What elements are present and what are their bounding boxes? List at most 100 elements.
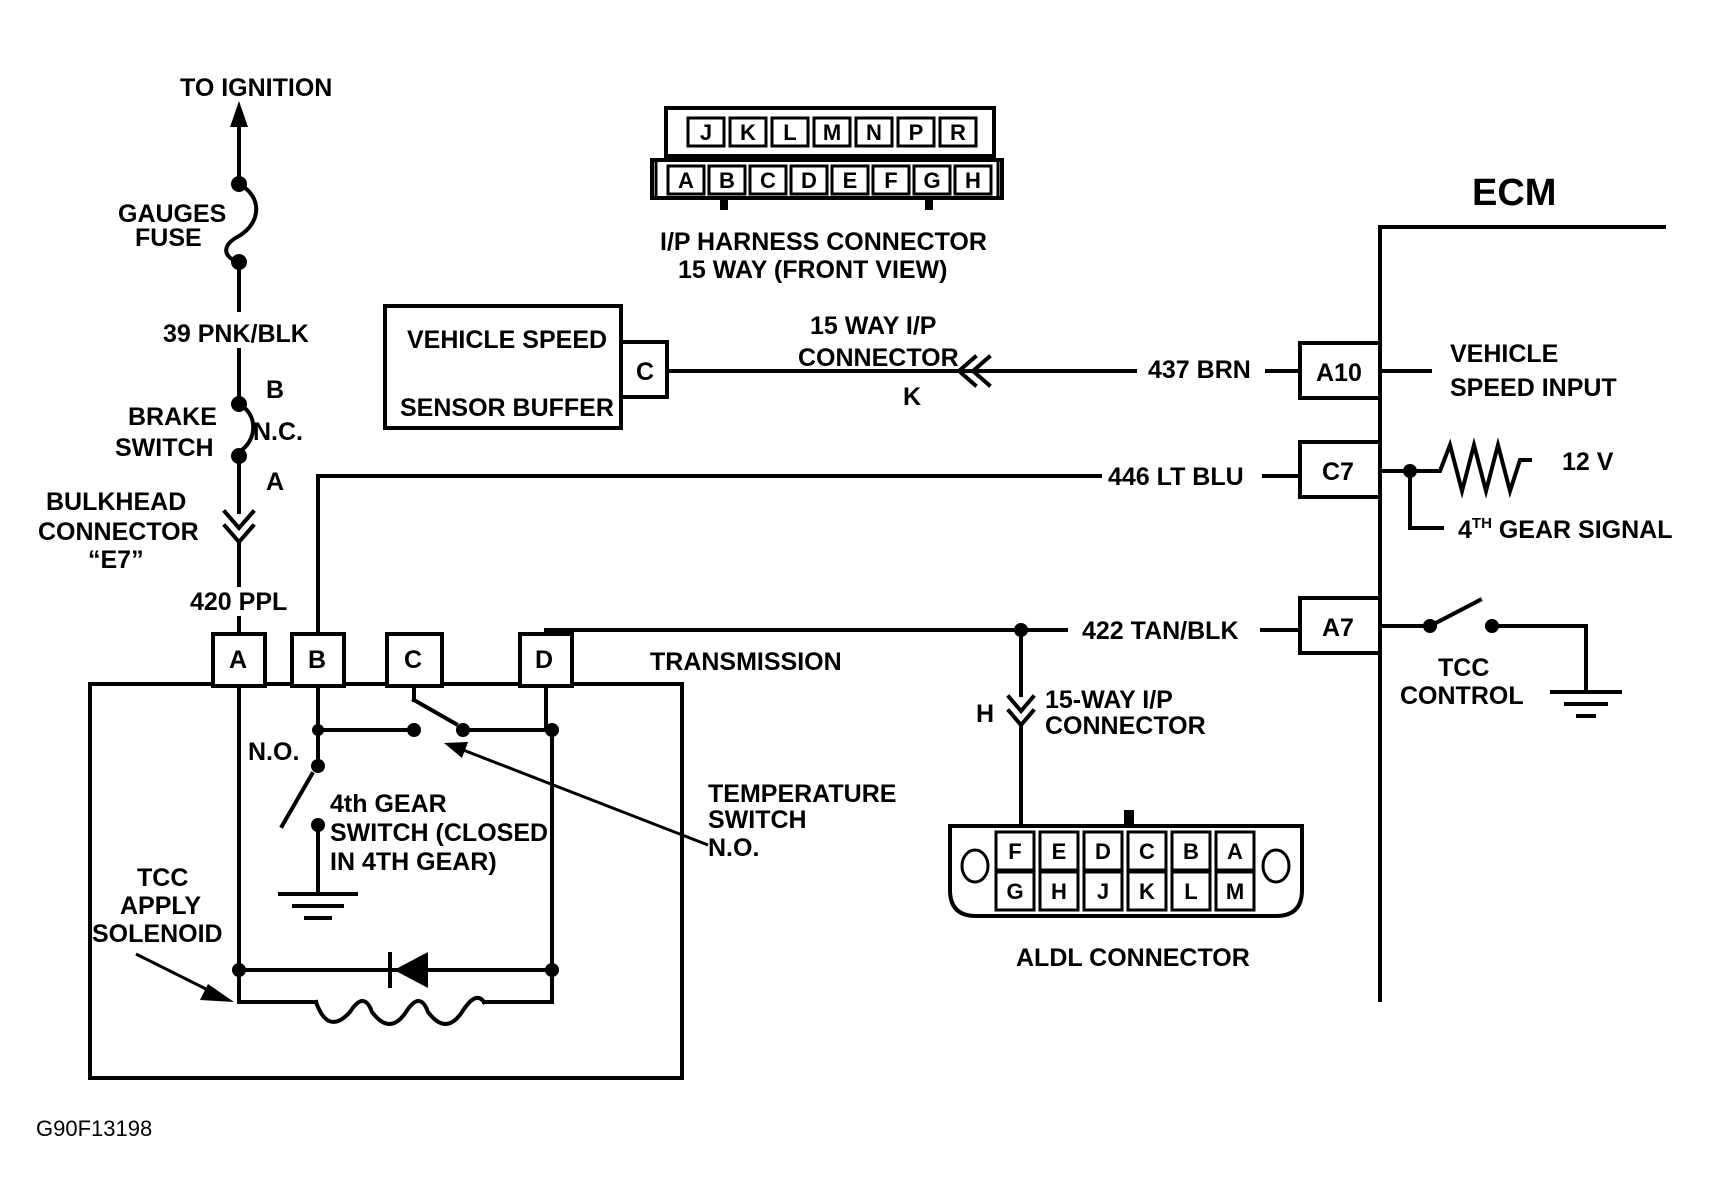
ip-harness-caption-1: I/P HARNESS CONNECTOR — [660, 228, 987, 256]
ip-harness-bottom-pin-cavity — [871, 164, 911, 196]
transmission-label: TRANSMISSION — [650, 648, 842, 676]
diode-icon — [388, 952, 428, 988]
bulkhead-label-3: “E7” — [88, 546, 144, 574]
ip-harness-bottom-pin-label: F — [884, 168, 897, 193]
wire-446-label: 446 LT BLU — [1108, 463, 1244, 491]
ip-harness-bottom-pin-cavity — [953, 164, 993, 196]
aldl-latch-left — [960, 848, 990, 884]
aldl-bottom-pin-label: M — [1226, 879, 1244, 904]
ip-harness-bottom-pin-label: H — [965, 168, 981, 193]
vss-buffer: VEHICLE SPEED SENSOR BUFFER C 15 WAY I/P… — [383, 304, 1302, 430]
ip-harness-top-pin-label: P — [909, 120, 924, 145]
brake-switch-label-2: SWITCH — [115, 434, 214, 462]
aldl-bottom-pin-cavity — [994, 870, 1036, 912]
brake-switch-pin-b: B — [266, 376, 284, 404]
ground-icon — [1550, 690, 1622, 718]
aldl-latch-right — [1261, 848, 1291, 884]
trans-pin-a: A — [229, 646, 247, 674]
brake-switch-pin-a: A — [266, 468, 284, 496]
aldl-top-pin-label: C — [1139, 839, 1155, 864]
solenoid-label-1: TCC — [137, 864, 188, 892]
solenoid-label-2: APPLY — [120, 892, 201, 920]
no-label: N.O. — [248, 738, 299, 766]
ip-harness-top-pin-label: M — [823, 120, 841, 145]
fuse-label-1: GAUGES — [118, 200, 226, 228]
ip-connector-k-icon — [955, 354, 992, 388]
ip-harness-top-pin-label: K — [740, 120, 756, 145]
wire-422: 422 TAN/BLK H 15-WAY I/P CONNECTOR — [544, 617, 1302, 828]
ip-harness-bottom-pin-cavity — [707, 164, 747, 196]
figure-code: G90F13198 — [36, 1116, 152, 1141]
bulkhead-label-2: CONNECTOR — [38, 518, 199, 546]
aldl-top-pin-label: D — [1095, 839, 1111, 864]
gear-switch-contact-top — [311, 759, 325, 773]
ip-connector-k-label-1: 15 WAY I/P — [810, 312, 936, 340]
pullup-resistor-icon — [1428, 437, 1532, 499]
ip-harness-top-pin-label: L — [783, 120, 796, 145]
ip-harness-top-pin-label: N — [866, 120, 882, 145]
ecm-pin-c7: C7 — [1322, 458, 1354, 486]
ip-harness-top-pin-cavity — [938, 116, 978, 148]
wire-420-label: 420 PPL — [190, 588, 287, 616]
aldl-caption: ALDL CONNECTOR — [1016, 944, 1250, 972]
bulkhead-label-1: BULKHEAD — [46, 488, 186, 516]
ip-harness-top-pin-cavity — [728, 116, 768, 148]
wire-437-label: 437 BRN — [1148, 356, 1251, 384]
gear-switch-label-3: IN 4TH GEAR) — [330, 848, 497, 876]
wire-422-label: 422 TAN/BLK — [1082, 617, 1239, 645]
aldl-top-pin-cavity — [1126, 830, 1168, 872]
vss-buffer-label-2: SENSOR BUFFER — [400, 394, 614, 422]
aldl-bottom-pin-label: K — [1139, 879, 1155, 904]
ip-harness-bottom-pin-cavity — [830, 164, 870, 196]
ecm-a10-label-2: SPEED INPUT — [1450, 374, 1617, 402]
aldl-bottom-pin-label: L — [1184, 879, 1197, 904]
temp-switch-label-3: N.O. — [708, 834, 759, 862]
brake-switch-label-1: BRAKE — [128, 403, 217, 431]
ip-harness-bottom-pin-label: B — [719, 168, 735, 193]
brake-switch-state: N.C. — [253, 418, 303, 446]
ip-connector-k-label-2: CONNECTOR — [798, 344, 959, 372]
ip-harness-top-pin-cavity — [854, 116, 894, 148]
aldl-top-pin-label: B — [1183, 839, 1199, 864]
aldl-top-pin-cavity — [1170, 830, 1212, 872]
ip-harness-top-pin-label: J — [700, 120, 712, 145]
ip-harness-top-pin-cavity — [896, 116, 936, 148]
aldl-top-pin-label: A — [1227, 839, 1243, 864]
ip-harness-bottom-pin-label: E — [843, 168, 858, 193]
ecm-voltage: 12 V — [1562, 448, 1614, 476]
gear-switch-ground-icon — [278, 892, 358, 920]
ip-connector-h-pin: H — [976, 700, 994, 728]
ecm-gear-signal: 4TH GEAR SIGNAL — [1458, 515, 1672, 544]
aldl-bottom-pin-cavity — [1214, 870, 1256, 912]
ip-harness-bottom-pin-cavity — [789, 164, 829, 196]
solenoid-arrow-icon — [200, 984, 234, 1002]
tcc-control-label-1: TCC — [1438, 654, 1489, 682]
aldl-bottom-pin-cavity — [1038, 870, 1080, 912]
ip-harness-top-pin-cavity — [812, 116, 852, 148]
temp-switch-arrow-icon — [444, 742, 468, 758]
temp-switch-label-1: TEMPERATURE — [708, 780, 896, 808]
ip-harness-bottom-pin-label: A — [678, 168, 694, 193]
ip-connector-h-label-1: 15-WAY I/P — [1045, 686, 1173, 714]
ip-harness-bottom-pin-cavity — [666, 164, 706, 196]
wire-39-label: 39 PNK/BLK — [163, 320, 309, 348]
temp-switch-icon — [411, 697, 459, 727]
ip-harness-bottom-pin-cavity — [912, 164, 952, 196]
ecm-pin-a10: A10 — [1316, 359, 1362, 387]
ignition-arrow-icon — [230, 101, 248, 127]
vss-buffer-label-1: VEHICLE SPEED — [407, 326, 607, 354]
aldl-bottom-pin-label: J — [1097, 879, 1109, 904]
ecm-a10-label-1: VEHICLE — [1450, 340, 1558, 368]
vss-buffer-pin-c: C — [636, 358, 654, 386]
ip-harness-bottom-pin-cavity — [748, 164, 788, 196]
ecm: ECM A10 VEHICLE SPEED INPUT C7 12 V 4TH … — [1298, 172, 1672, 1002]
transmission: TRANSMISSION A B C D N.O. — [88, 632, 896, 1080]
aldl-top-pin-label: E — [1052, 839, 1067, 864]
solenoid-label-3: SOLENOID — [92, 920, 223, 948]
